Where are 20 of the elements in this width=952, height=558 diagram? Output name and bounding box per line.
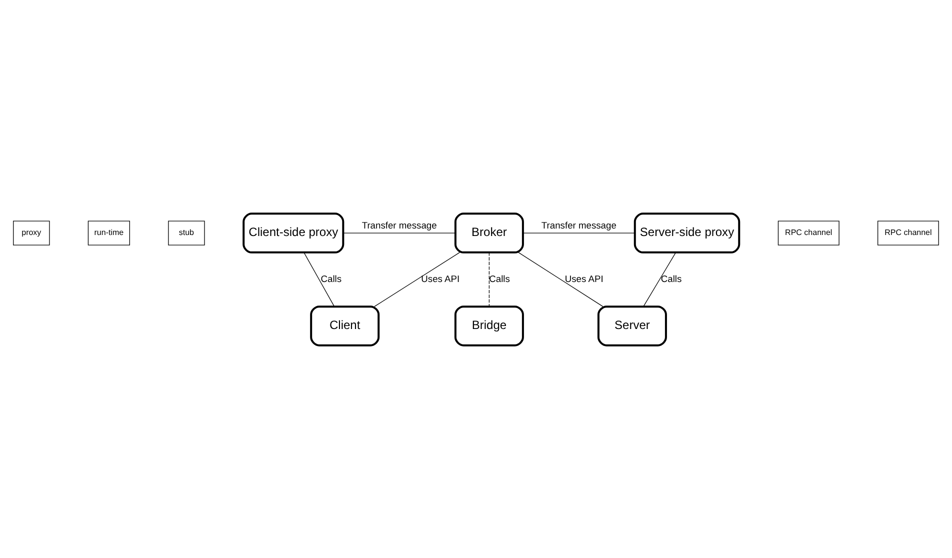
connector xyxy=(374,252,460,306)
node-box: Bridge xyxy=(454,305,524,346)
node-box: Client xyxy=(310,305,380,346)
node-box: Server xyxy=(597,305,667,346)
edge-label: Calls xyxy=(320,273,342,284)
connector xyxy=(304,252,335,306)
edge-label: Uses API xyxy=(564,273,604,284)
node-box: Server-side proxy xyxy=(634,212,740,253)
edge-label: Calls xyxy=(489,273,510,284)
edge-label: Uses API xyxy=(421,273,460,284)
connector xyxy=(518,252,604,306)
edge-label: Transfer message xyxy=(362,220,437,230)
connector xyxy=(643,252,676,306)
node-box: Client-side proxy xyxy=(242,212,344,253)
edge-label: Transfer message xyxy=(541,220,616,230)
connector xyxy=(342,232,456,233)
edge-label: Calls xyxy=(660,273,682,284)
connector xyxy=(522,232,636,233)
node-box: Broker xyxy=(454,212,524,253)
connector xyxy=(488,252,490,306)
